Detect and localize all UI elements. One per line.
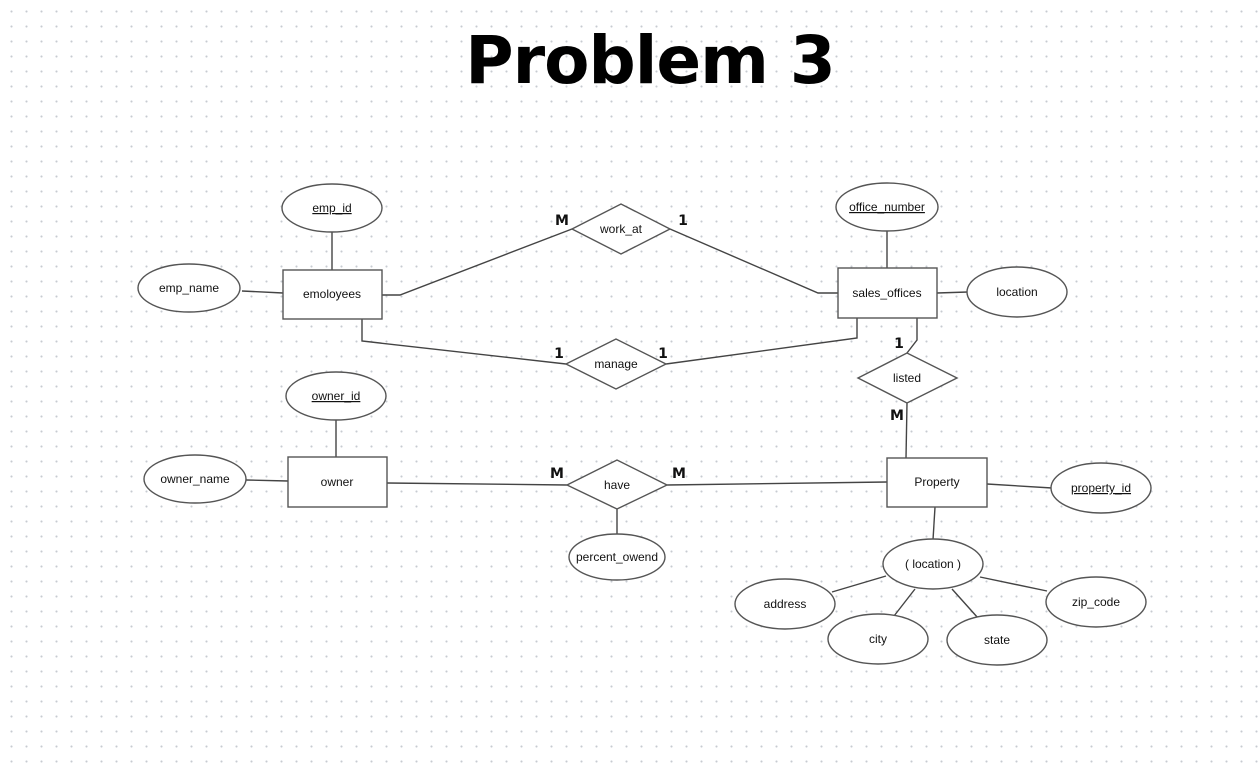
attribute-property-id-label: property_id <box>1071 481 1131 495</box>
entity-property[interactable]: Property <box>886 457 988 508</box>
relationship-manage-label: manage <box>594 357 638 371</box>
entity-property-label: Property <box>914 475 959 489</box>
relationship-listed[interactable]: listed <box>856 352 959 404</box>
edge-empname-employees <box>241 290 284 294</box>
attribute-owner-id-label: owner_id <box>312 389 361 403</box>
edge-offices-listed <box>906 318 918 354</box>
attribute-owner-name-label: owner_name <box>160 472 230 486</box>
attribute-address[interactable]: address <box>734 578 836 630</box>
entity-owner-label: owner <box>321 475 354 489</box>
cardinality-listed-property: M <box>890 408 904 424</box>
cardinality-workat-offices: 1 <box>678 213 688 229</box>
attribute-zip-code[interactable]: zip_code <box>1045 576 1147 628</box>
relationship-work-at-label: work_at <box>599 222 643 236</box>
cardinality-have-property: M <box>672 466 686 482</box>
entity-owner[interactable]: owner <box>287 456 388 508</box>
attribute-zip-code-label: zip_code <box>1072 595 1120 609</box>
edge-offices-location <box>936 291 969 294</box>
cardinality-have-owner: M <box>550 466 564 482</box>
cardinality-listed-offices: 1 <box>894 336 904 352</box>
attribute-address-label: address <box>764 597 807 611</box>
attribute-city[interactable]: city <box>827 613 929 665</box>
relationship-have[interactable]: have <box>565 459 669 510</box>
attribute-state[interactable]: state <box>946 614 1048 666</box>
attribute-office-location-label: location <box>996 285 1037 299</box>
edge-owner-have <box>386 482 568 486</box>
edge-location-state <box>951 588 979 619</box>
entity-employees[interactable]: emoloyees <box>282 269 383 320</box>
attribute-owner-name[interactable]: owner_name <box>143 454 247 504</box>
edge-listed-property <box>905 402 908 459</box>
attribute-emp-name[interactable]: emp_name <box>137 263 241 313</box>
relationship-have-label: have <box>604 478 630 492</box>
attribute-owner-id[interactable]: owner_id <box>285 371 387 421</box>
attribute-emp-id[interactable]: emp_id <box>281 183 383 233</box>
connectors <box>241 228 1053 619</box>
attribute-emp-name-label: emp_name <box>159 281 219 295</box>
relationship-listed-label: listed <box>893 371 921 385</box>
attribute-office-location[interactable]: location <box>966 266 1068 318</box>
attribute-office-number-label: office_number <box>849 200 925 214</box>
relationship-manage[interactable]: manage <box>564 338 668 390</box>
edge-employees-workat <box>382 228 573 296</box>
edge-manage-offices <box>665 318 858 365</box>
page-title: Problem 3 <box>465 22 836 99</box>
attribute-state-label: state <box>984 633 1010 647</box>
cardinality-manage-offices: 1 <box>658 346 668 362</box>
cardinality-manage-employees: 1 <box>554 346 564 362</box>
edge-location-city <box>893 588 916 617</box>
attribute-percent-owned-label: percent_owend <box>576 550 658 564</box>
attribute-property-location[interactable]: ( location ) <box>882 538 984 590</box>
edge-property-location <box>932 506 936 541</box>
entity-sales-offices[interactable]: sales_offices <box>837 267 938 319</box>
cardinalities: M 1 1 1 1 M M M <box>550 213 904 482</box>
attribute-office-number[interactable]: office_number <box>835 182 939 232</box>
edge-have-property <box>666 481 888 486</box>
entity-sales-offices-label: sales_offices <box>852 286 921 300</box>
edge-location-zipcode <box>979 576 1048 592</box>
edge-location-address <box>831 575 887 593</box>
attribute-percent-owned[interactable]: percent_owend <box>568 533 666 581</box>
edge-ownername-owner <box>245 479 289 482</box>
attribute-property-location-label: ( location ) <box>905 557 961 571</box>
entity-employees-label: emoloyees <box>303 287 361 301</box>
edge-property-propertyid <box>986 483 1053 489</box>
edge-employees-manage <box>361 319 567 365</box>
attribute-emp-id-label: emp_id <box>312 201 351 215</box>
cardinality-workat-employees: M <box>555 213 569 229</box>
attribute-city-label: city <box>869 632 887 646</box>
attribute-property-id[interactable]: property_id <box>1050 462 1152 514</box>
relationship-work-at[interactable]: work_at <box>570 203 672 255</box>
edge-workat-offices <box>669 228 838 294</box>
